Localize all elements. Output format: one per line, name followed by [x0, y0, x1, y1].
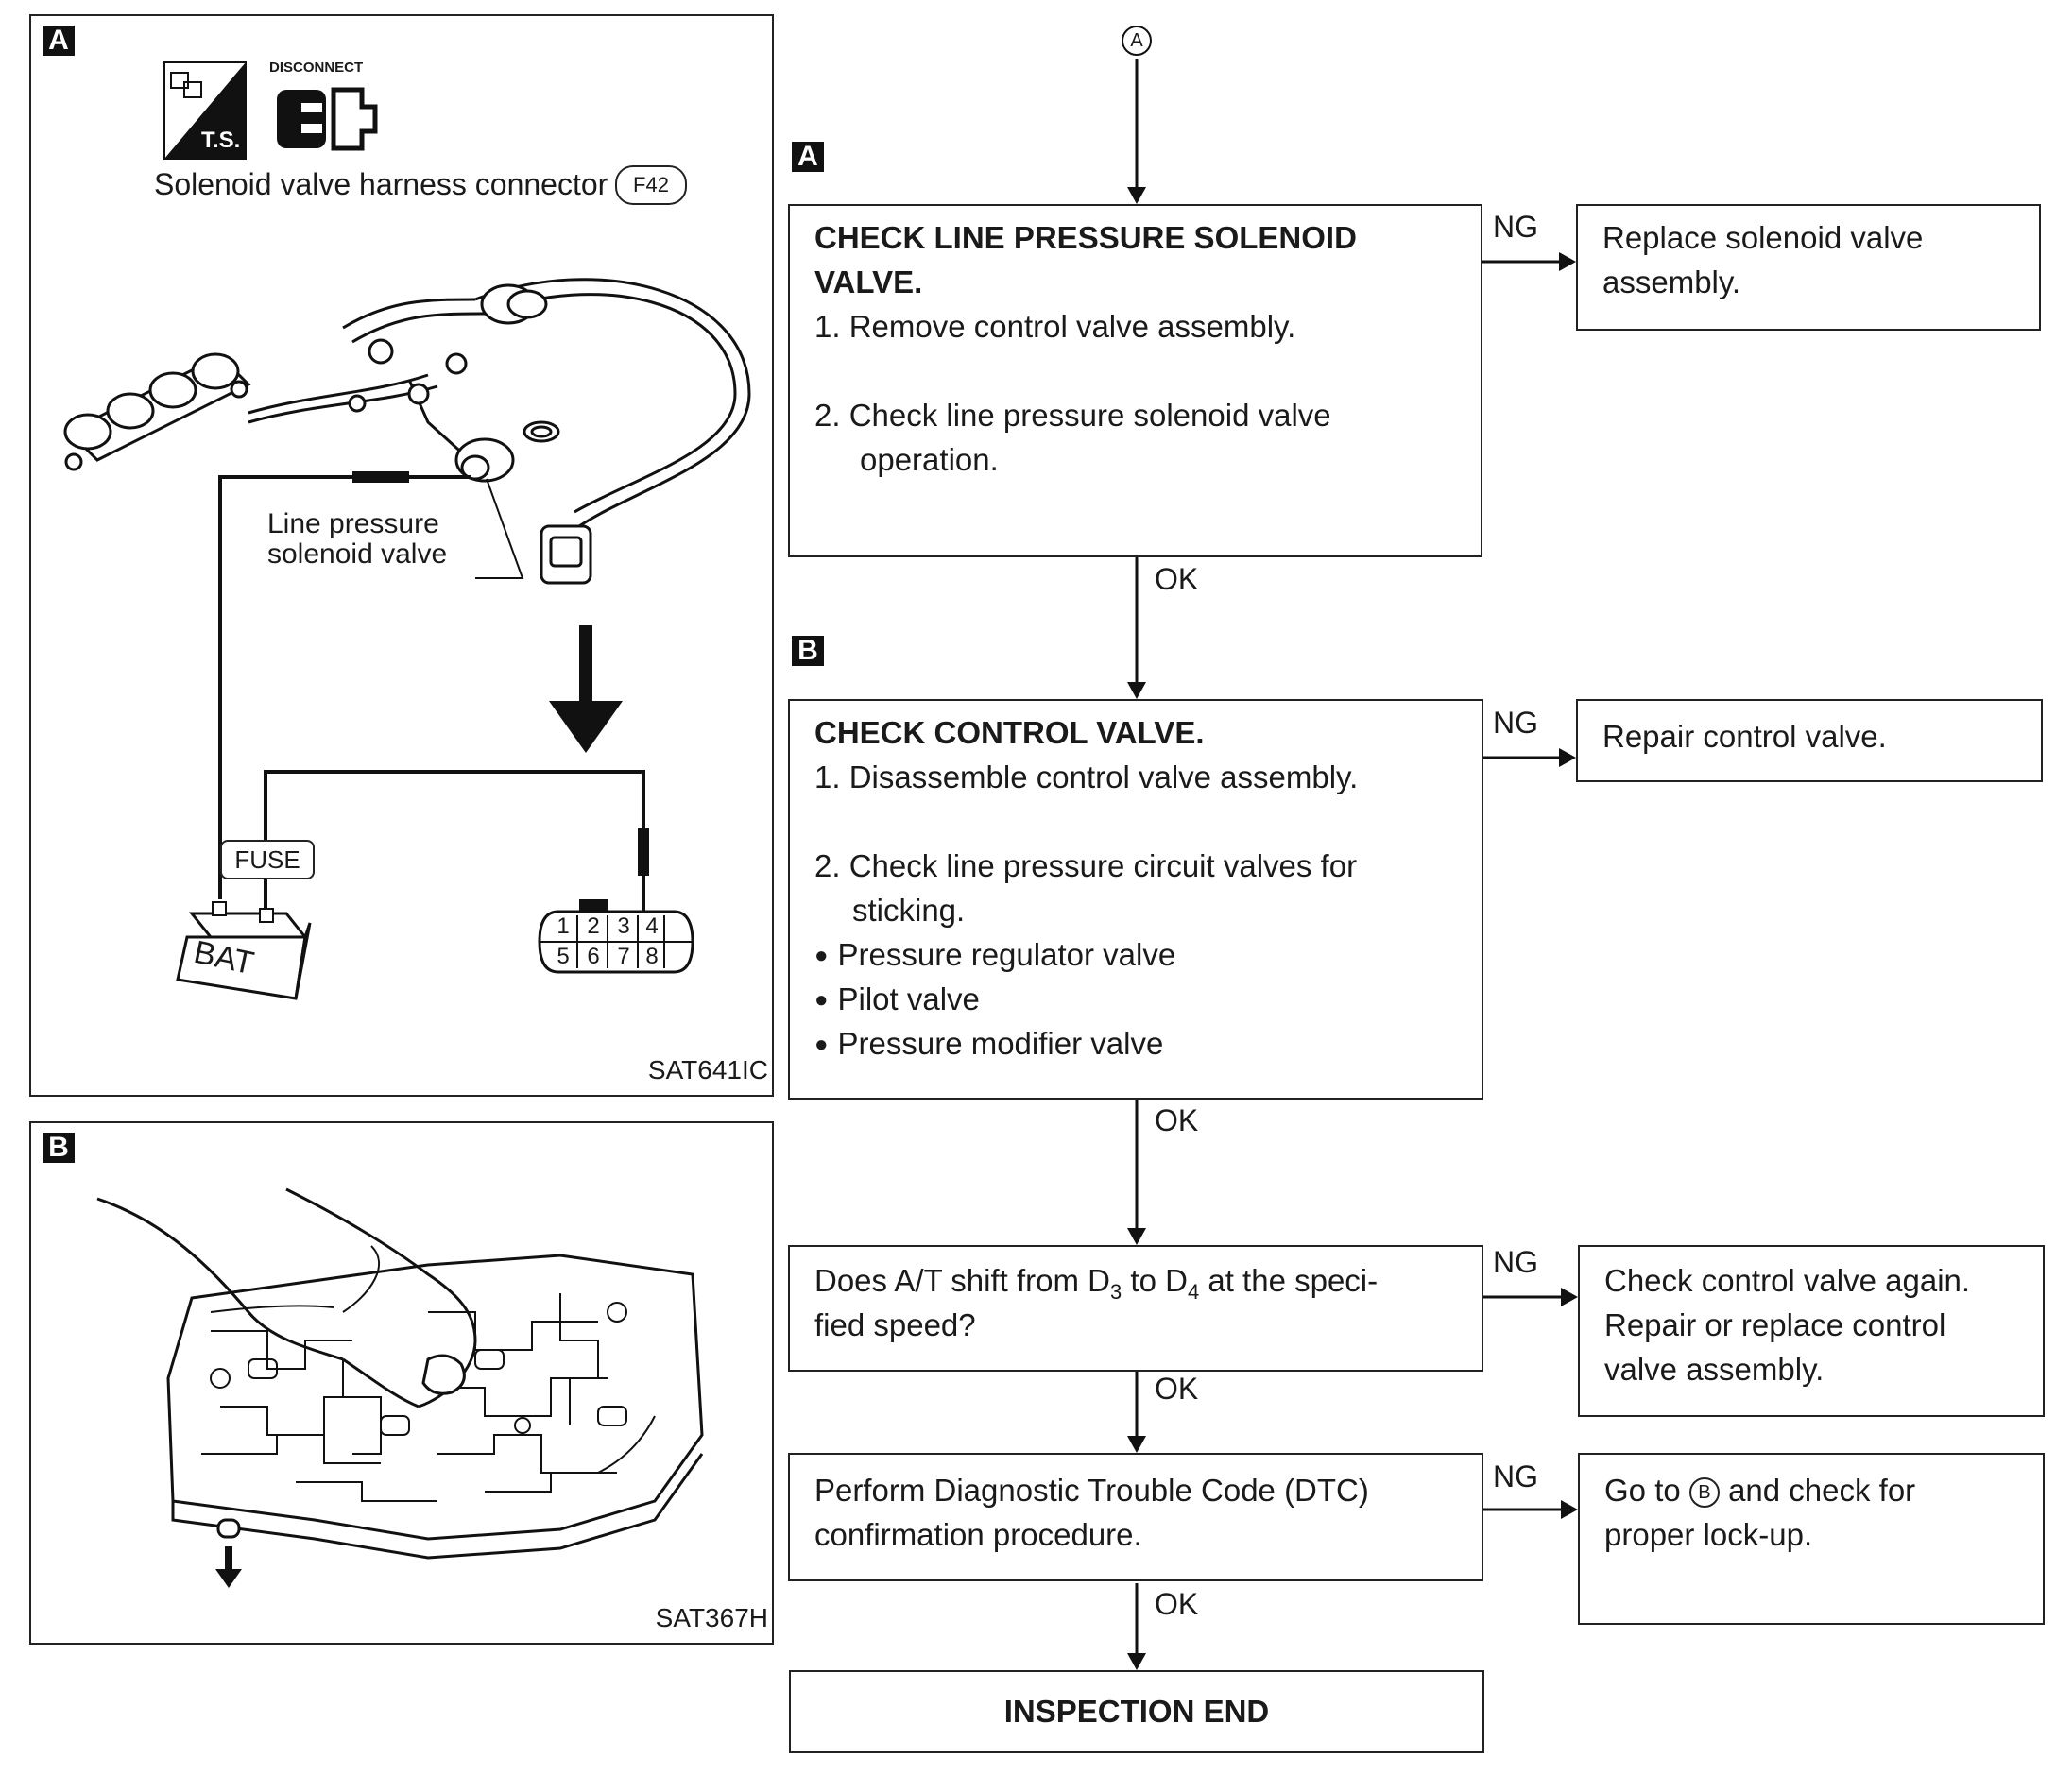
fuse-label-box: FUSE: [220, 840, 315, 879]
panel-a-tag: A: [43, 26, 75, 56]
pin-6: 6: [587, 944, 600, 969]
pin-1: 1: [557, 913, 570, 939]
step1-ng-label: NG: [1493, 210, 1538, 244]
step4-line1: Perform Diagnostic Trouble Code (DTC): [814, 1473, 1369, 1508]
step1-ok-label: OK: [1155, 562, 1199, 596]
step-shift-check: Does A/T shift from D3 to D4 at the spec…: [788, 1245, 1483, 1372]
step2-bullet-1: Pressure regulator valve: [814, 932, 1176, 981]
step3-ng-label: NG: [1493, 1245, 1538, 1279]
step3-sub2: 4: [1187, 1280, 1200, 1304]
step3-ng-line1: Check control valve again.: [1604, 1263, 1971, 1298]
step-check-control-valve: CHECK CONTROL VALVE. 1. Disassemble cont…: [788, 699, 1483, 1100]
step1-ng-line2: assembly.: [1602, 265, 1741, 299]
pin-7: 7: [617, 944, 630, 969]
step2-ng-label: NG: [1493, 706, 1538, 740]
step3-line1-pre: Does A/T shift from D: [814, 1263, 1110, 1298]
panel-b-tag: B: [43, 1133, 75, 1163]
step4-ng-label: NG: [1493, 1459, 1538, 1493]
inspection-end: INSPECTION END: [789, 1670, 1484, 1753]
step4-ng-line1: Go to B and check for: [1604, 1468, 1915, 1513]
step1-line3: operation.: [860, 442, 999, 477]
step2-line3: sticking.: [852, 893, 966, 928]
pin-3: 3: [617, 913, 630, 939]
step2-ok-label: OK: [1155, 1103, 1199, 1137]
step4-ng-post: and check for: [1728, 1473, 1916, 1508]
disconnect-connector-icon: [267, 77, 381, 166]
step1-line1: 1. Remove control valve assembly.: [814, 309, 1296, 344]
step2-bullet-2: Pilot valve: [814, 977, 980, 1026]
pin-4: 4: [645, 913, 659, 939]
step2-ng-text: Repair control valve.: [1602, 719, 1887, 754]
step3-line1: Does A/T shift from D3 to D4 at the spec…: [814, 1258, 1378, 1315]
step-dtc-confirmation: Perform Diagnostic Trouble Code (DTC) co…: [788, 1453, 1483, 1581]
fuse-label: FUSE: [234, 845, 300, 874]
disconnect-label: DISCONNECT: [269, 60, 364, 76]
step1-title-line1: CHECK LINE PRESSURE SOLENOID: [814, 220, 1357, 255]
step4-ng-result: Go to B and check for proper lock-up.: [1578, 1453, 2045, 1625]
connector-code-badge: F42: [615, 165, 687, 205]
ts-icon: T.S.: [163, 61, 247, 160]
step2-line2: 2. Check line pressure circuit valves fo…: [814, 848, 1358, 883]
step4-ng-marker: B: [1688, 1477, 1720, 1508]
step3-ng-line2: Repair or replace control: [1604, 1307, 1946, 1342]
step3-line1-mid: to D: [1122, 1263, 1188, 1298]
pin-2: 2: [587, 913, 600, 939]
ts-label: T.S.: [201, 128, 241, 153]
valve-label-line2: solenoid valve: [267, 538, 448, 570]
step2-line1: 1. Disassemble control valve assembly.: [814, 759, 1359, 794]
pin-5: 5: [557, 944, 570, 969]
connector-code: F42: [633, 173, 669, 196]
figure-panel-a: A T.S. DISCONNECT Solenoid valve harness…: [29, 14, 774, 1097]
control-valve-illustration: [96, 1187, 704, 1588]
step3-ng-result: Check control valve again. Repair or rep…: [1578, 1245, 2045, 1417]
step4-ng-line2: proper lock-up.: [1604, 1517, 1813, 1552]
pin-8: 8: [645, 944, 659, 969]
step1-title-line2: VALVE.: [814, 265, 923, 299]
figure-panel-b: B: [29, 1121, 774, 1645]
step2-title: CHECK CONTROL VALVE.: [814, 715, 1205, 750]
step2-ng-result: Repair control valve.: [1576, 699, 2043, 782]
connector-caption: Solenoid valve harness connector: [154, 167, 608, 201]
step3-line1-post: at the speci-: [1199, 1263, 1379, 1298]
step-a-tag: A: [792, 142, 824, 172]
step4-line2: confirmation procedure.: [814, 1517, 1142, 1552]
figure-code-a: SAT641IC: [647, 1055, 768, 1084]
step-check-line-pressure-solenoid: CHECK LINE PRESSURE SOLENOID VALVE. 1. R…: [788, 204, 1482, 557]
step3-ok-label: OK: [1155, 1372, 1199, 1406]
valve-label-line1: Line pressure: [267, 508, 439, 539]
step-b-tag: B: [792, 636, 824, 666]
step1-ng-line1: Replace solenoid valve: [1602, 220, 1924, 255]
end-label: INSPECTION END: [1003, 1694, 1270, 1729]
step4-ng-pre: Go to: [1604, 1473, 1681, 1508]
step1-ng-result: Replace solenoid valve assembly.: [1576, 204, 2041, 331]
step3-line2: fied speed?: [814, 1307, 976, 1342]
step3-ng-line3: valve assembly.: [1604, 1352, 1825, 1387]
step4-ok-label: OK: [1155, 1587, 1199, 1621]
start-marker: A: [1130, 30, 1143, 51]
step1-line2: 2. Check line pressure solenoid valve: [814, 398, 1331, 433]
step2-bullet-3: Pressure modifier valve: [814, 1021, 1164, 1070]
step3-sub1: 3: [1109, 1280, 1122, 1304]
figure-code-b: SAT367H: [655, 1603, 768, 1632]
solenoid-wiring-diagram: [63, 278, 751, 1000]
